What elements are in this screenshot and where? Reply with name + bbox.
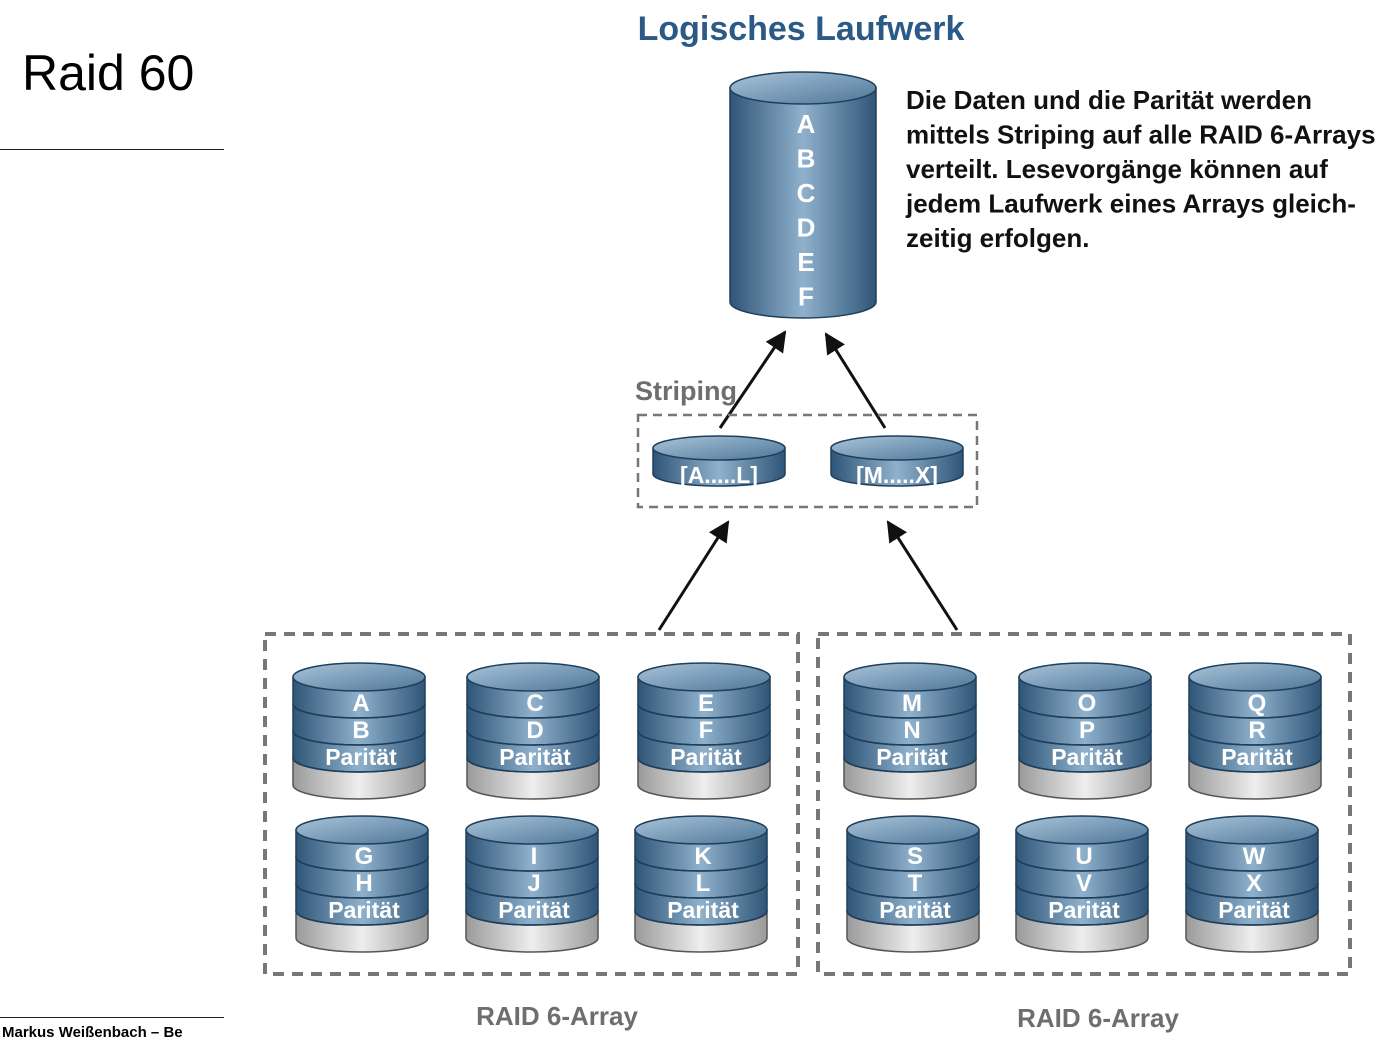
disk-label: Parität [328,897,400,923]
disk-label: S [907,843,923,870]
disk-label: N [903,717,920,744]
disk-label: Q [1248,690,1267,717]
logical-drive-letter: D [797,213,816,243]
description-text: Die Daten und die Parität werden mittels … [905,85,1376,253]
raid6-array-box-right [816,632,1352,976]
disk-label: G [355,843,374,870]
disk-label: C [526,690,543,717]
array-disks: ABParitätCDParitätEFParitätGHParitätIJPa… [292,662,1322,953]
disk-label: D [526,717,543,744]
disk-label: Parität [499,744,571,770]
arrow-stripe-left-to-drive [718,330,787,429]
disk-label: Parität [1218,897,1290,923]
disk-label: Parität [498,897,570,923]
logical-drive-letter: B [797,144,816,174]
disk-label: T [908,870,923,897]
logical-drive-letter: E [797,247,814,277]
raid6-array-label-right: RAID 6-Array [1017,1003,1179,1033]
arrow-array-left-to-stripe [657,520,730,631]
disk-label: P [1079,717,1095,744]
disk-label: F [699,717,714,744]
stripe-disk-left: [A.....L] [652,435,786,488]
title-divider [0,149,224,150]
disk-label: J [527,870,540,897]
disk-label: I [531,843,538,870]
disk-label: W [1243,843,1266,870]
disk-label: Parität [667,897,739,923]
striping-box [636,413,979,509]
disk-label: K [694,843,712,870]
raid6-array-label-left: RAID 6-Array [476,1001,638,1031]
footer-author: Markus Weißenbach – Be [2,1024,183,1039]
description-line: zeitig erfolgen. [906,223,1089,253]
disk-label: Parität [1051,744,1123,770]
logical-drive-title: Logisches Laufwerk [638,10,965,48]
disk-label: O [1078,690,1097,717]
stripe-disk-right: [M.....X] [830,435,964,488]
disk-label: V [1076,870,1092,897]
disk-label: A [352,690,369,717]
striping-label: Striping [635,376,737,406]
logical-drive-letter: F [798,282,814,312]
disk-label: H [355,870,372,897]
disk-label: Parität [879,897,951,923]
disk-label: Parität [876,744,948,770]
disk-label: U [1075,843,1092,870]
disk-label: M [902,690,922,717]
description-line: Die Daten und die Parität werden [906,85,1312,115]
footer-divider [0,1017,224,1018]
disk-label: L [696,870,711,897]
description-line: verteilt. Lesevorgänge können auf [906,154,1328,184]
disk-label: B [352,717,369,744]
stripe-label-right: [M.....X] [856,462,938,488]
raid6-array-box-left [263,632,800,976]
disk-label: X [1246,870,1262,897]
logical-drive-letter: C [797,178,816,208]
slide-title: Raid 60 [22,45,195,101]
disk-label: E [698,690,714,717]
logical-drive-letter: A [797,109,816,139]
arrow-stripe-right-to-drive [824,332,887,429]
description-line: mittels Striping auf alle RAID 6-Arrays [906,120,1376,150]
disk-label: Parität [1221,744,1293,770]
disk-label: Parität [325,744,397,770]
stripe-label-left: [A.....L] [680,462,758,488]
disk-label: Parität [1048,897,1120,923]
description-line: jedem Laufwerk eines Arrays gleich- [905,189,1356,219]
arrow-array-right-to-stripe [886,520,959,631]
disk-label: Parität [670,744,742,770]
disk-label: R [1248,717,1265,744]
